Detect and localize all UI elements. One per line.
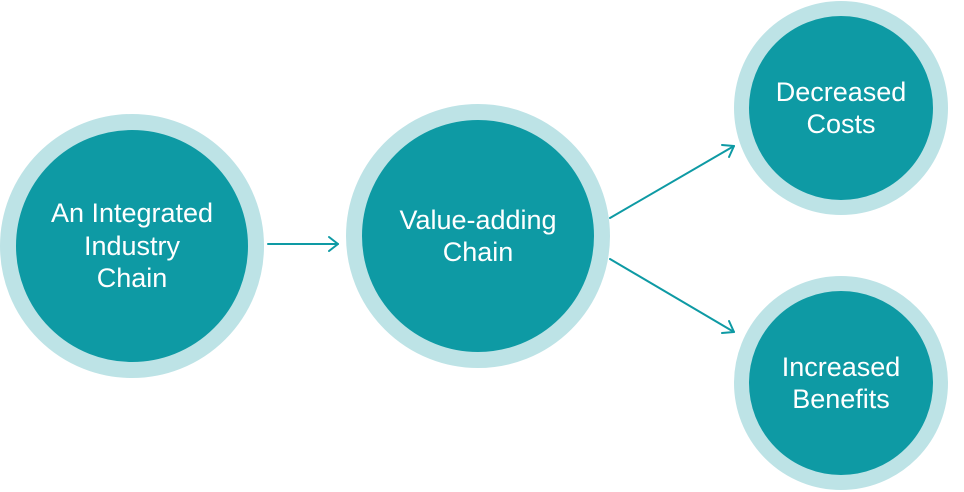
arrow-integrated-to-value	[267, 236, 339, 252]
arrow-value-to-costs	[609, 144, 735, 219]
node-label: Value-adding Chain	[399, 204, 557, 267]
node-label: Decreased Costs	[775, 76, 907, 139]
arrow-value-to-benefits	[609, 258, 735, 334]
node-increased-benefits: Increased Benefits	[734, 276, 948, 490]
node-decreased-costs: Decreased Costs	[734, 1, 948, 215]
node-value-adding-chain: Value-adding Chain	[346, 104, 610, 368]
node-label: An Integrated Industry Chain	[50, 198, 214, 294]
node-integrated-industry-chain: An Integrated Industry Chain	[0, 114, 264, 378]
node-label: Increased Benefits	[781, 351, 901, 414]
